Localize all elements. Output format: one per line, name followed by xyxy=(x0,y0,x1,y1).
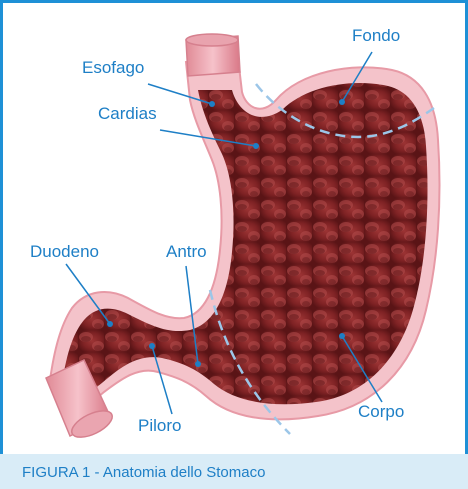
label-duodeno: Duodeno xyxy=(30,242,99,262)
label-antro: Antro xyxy=(166,242,207,262)
antro-marker xyxy=(195,361,201,367)
label-corpo: Corpo xyxy=(358,402,404,422)
label-fondo: Fondo xyxy=(352,26,400,46)
figure-caption: FIGURA 1 - Anatomia dello Stomaco xyxy=(22,464,265,481)
piloro-marker xyxy=(149,343,155,349)
esophagus-opening xyxy=(186,34,238,46)
label-piloro: Piloro xyxy=(138,416,181,436)
esofago-marker xyxy=(209,101,215,107)
label-esofago: Esofago xyxy=(82,58,144,78)
duodeno-marker xyxy=(107,321,113,327)
label-cardias: Cardias xyxy=(98,104,157,124)
cardias-marker xyxy=(253,143,259,149)
corpo-marker xyxy=(339,333,345,339)
fondo-marker xyxy=(339,99,345,105)
stomach-inner-lining xyxy=(64,83,428,404)
